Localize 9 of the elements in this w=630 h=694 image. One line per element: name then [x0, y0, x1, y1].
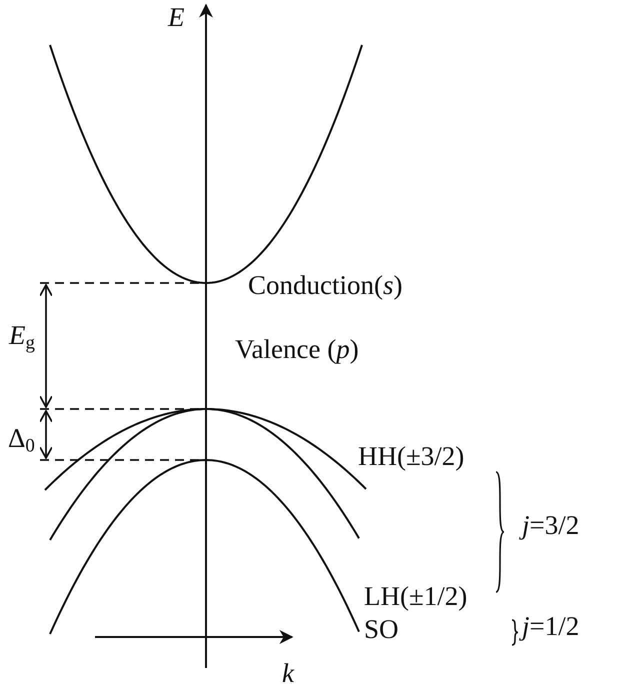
band-label: E$_{g}$ — [9, 322, 35, 354]
band-label: SO — [364, 616, 399, 643]
band-label: Δ$_{0}$ — [8, 425, 35, 457]
band-label: Conduction(s) — [248, 272, 403, 299]
axis-label: k — [282, 660, 294, 687]
axis-label: E — [168, 4, 184, 31]
band-label: LH(±1/2) — [364, 583, 468, 610]
band-label: Valence (p) — [235, 336, 359, 363]
band-label: HH(±3/2) — [358, 443, 464, 470]
